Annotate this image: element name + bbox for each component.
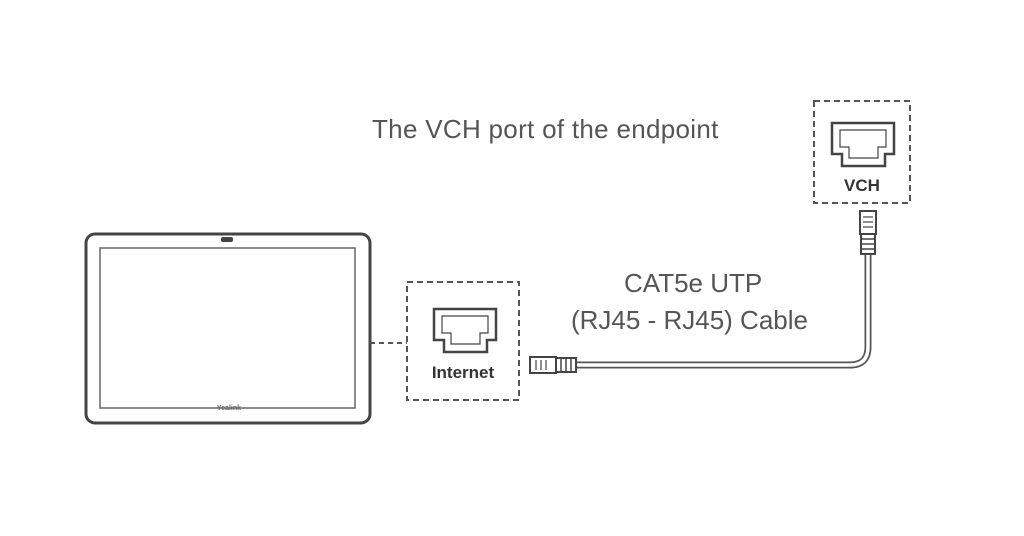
cable-label-line2: (RJ45 - RJ45) Cable: [571, 305, 808, 335]
rj45-plug-left: [529, 356, 577, 374]
internet-port-label: Internet: [431, 363, 495, 382]
ethernet-cable: [576, 252, 872, 369]
vch-port-box: [813, 100, 911, 204]
vch-port-label: VCH: [844, 176, 880, 195]
tablet-device: [84, 232, 372, 425]
cable-label-line1: CAT5e UTP: [624, 268, 763, 298]
rj45-plug-top: [859, 210, 877, 255]
internet-port-box: [406, 281, 520, 401]
ethernet-port-icon: [830, 121, 896, 168]
tablet-camera-icon: [221, 237, 233, 242]
device-brand-logo: Yealink: [216, 405, 242, 412]
ethernet-port-icon: [432, 307, 498, 354]
tablet-screen: [99, 247, 356, 409]
vch-port-caption: The VCH port of the endpoint: [372, 114, 719, 144]
